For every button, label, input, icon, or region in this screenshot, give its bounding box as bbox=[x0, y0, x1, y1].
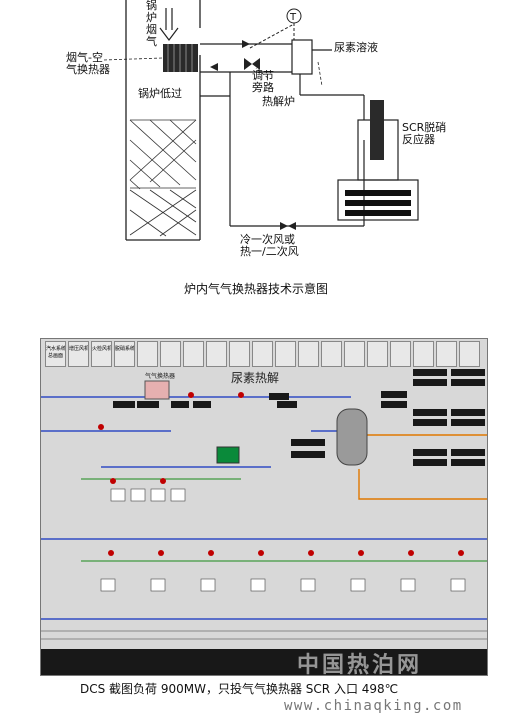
dcs-toolbar-button[interactable] bbox=[459, 341, 480, 367]
boiler-outline bbox=[125, 0, 201, 241]
dcs-toolbar-button[interactable] bbox=[298, 341, 319, 367]
air-valve-icon bbox=[280, 222, 288, 230]
dcs-toolbar-button[interactable]: 火检风机 bbox=[91, 341, 112, 367]
low-superheater-hatch bbox=[129, 119, 197, 237]
burner-row-lower bbox=[100, 578, 466, 592]
dcs-toolbar-button[interactable] bbox=[275, 341, 296, 367]
boiler-low-pass-label: 锅炉低过 bbox=[138, 87, 182, 100]
gas-hx-symbol bbox=[144, 380, 170, 400]
boiler-flue-label: 锅 炉 烟 气 bbox=[146, 0, 157, 48]
site-url: www.chinaqking.com bbox=[284, 698, 463, 714]
urea-solution-label: 尿素溶液 bbox=[334, 41, 378, 54]
dcs-toolbar-button[interactable]: 脱硝系统 bbox=[114, 341, 135, 367]
dcs-toolbar-button[interactable] bbox=[413, 341, 434, 367]
air-ducts bbox=[200, 43, 365, 227]
dcs-toolbar-button[interactable] bbox=[390, 341, 411, 367]
pyrolysis-furnace-label: 热解炉 bbox=[262, 95, 295, 108]
dcs-toolbar-button[interactable] bbox=[229, 341, 250, 367]
burner-row-upper bbox=[110, 488, 186, 502]
dcs-toolbar-button[interactable]: 汽水系统 总画面 bbox=[45, 341, 66, 367]
schematic-caption: 炉内气气换热器技术示意图 bbox=[184, 282, 329, 296]
dcs-toolbar-button[interactable] bbox=[183, 341, 204, 367]
control-panel-box bbox=[216, 446, 240, 464]
regulate-bypass-label: 调节 旁路 bbox=[252, 69, 274, 94]
gas-air-hx-label: 烟气-空 气换热器 bbox=[66, 51, 110, 76]
bypass-valve-icon bbox=[244, 58, 252, 70]
dcs-toolbar-button[interactable] bbox=[206, 341, 227, 367]
dcs-toolbar-button[interactable] bbox=[436, 341, 457, 367]
dcs-caption: DCS 截图负荷 900MW，只投气气换热器 SCR 入口 498℃ bbox=[80, 682, 399, 696]
schematic-diagram: T bbox=[103, 0, 419, 241]
dcs-toolbar-button[interactable] bbox=[252, 341, 273, 367]
dcs-screenshot: 汽水系统 总画面增压风机火检风机脱硝系统 尿素热解 气气换热器 bbox=[40, 338, 488, 676]
dcs-toolbar-button[interactable] bbox=[367, 341, 388, 367]
urea-pyrolysis-vessel bbox=[336, 408, 368, 466]
dcs-title: 尿素热解 bbox=[231, 371, 280, 385]
pyrolysis-furnace bbox=[291, 39, 313, 75]
watermark-text: 中国热泊网 bbox=[297, 653, 423, 676]
dcs-toolbar-button[interactable] bbox=[321, 341, 342, 367]
dcs-process-lines bbox=[41, 369, 487, 675]
gas-hx-label: 气气换热器 bbox=[145, 373, 176, 380]
air-source-label: 冷一次风或 热一/二次风 bbox=[240, 233, 299, 258]
svg-text:T: T bbox=[289, 12, 297, 23]
dcs-toolbar-button[interactable] bbox=[160, 341, 181, 367]
dcs-toolbar-button[interactable] bbox=[137, 341, 158, 367]
flow-arrow-right bbox=[242, 40, 250, 48]
scr-reactor-label: SCR脱硝 反应器 bbox=[402, 121, 447, 146]
dcs-toolbar-button[interactable] bbox=[344, 341, 365, 367]
dcs-toolbar-button[interactable]: 增压风机 bbox=[68, 341, 89, 367]
flue-gas-arrow bbox=[159, 8, 179, 41]
flow-arrow-left bbox=[210, 63, 218, 71]
